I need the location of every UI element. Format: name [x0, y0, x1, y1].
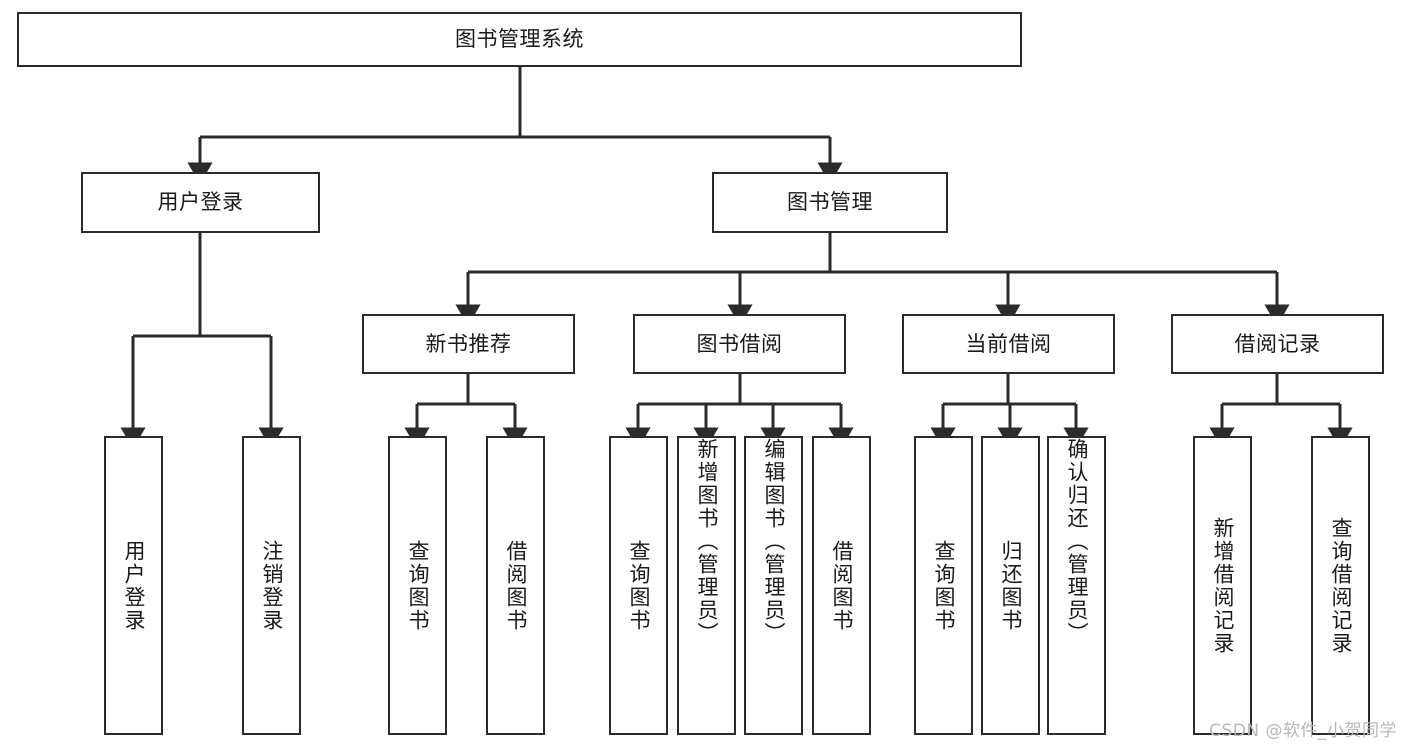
node-leaf-logout-login-label: 注销登录 [259, 539, 284, 632]
node-root[interactable]: 图书管理系统 [17, 12, 1022, 67]
node-leaf-add-book[interactable]: 新增图书（管理员） [677, 436, 736, 735]
node-leaf-borrow-book-2[interactable]: 借阅图书 [812, 436, 871, 735]
node-leaf-query-record[interactable]: 查询借阅记录 [1311, 436, 1370, 735]
node-leaf-user-login-label: 用户登录 [121, 539, 146, 632]
node-leaf-query-book-2-label: 查询图书 [626, 539, 651, 632]
node-leaf-query-book-1-label: 查询图书 [405, 539, 430, 632]
node-leaf-edit-book-label: 编辑图书（管理员） [761, 438, 786, 645]
node-root-label: 图书管理系统 [455, 27, 584, 52]
node-leaf-confirm-return[interactable]: 确认归还（管理员） [1047, 436, 1106, 735]
node-borrow-record[interactable]: 借阅记录 [1171, 314, 1384, 374]
node-current-borrow-label: 当前借阅 [965, 331, 1052, 356]
node-leaf-user-login[interactable]: 用户登录 [104, 436, 163, 735]
node-leaf-edit-book[interactable]: 编辑图书（管理员） [744, 436, 803, 735]
node-leaf-confirm-return-label: 确认归还（管理员） [1064, 438, 1089, 645]
node-leaf-query-book-2[interactable]: 查询图书 [609, 436, 668, 735]
node-borrow-record-label: 借阅记录 [1234, 331, 1321, 356]
node-leaf-return-book[interactable]: 归还图书 [981, 436, 1040, 735]
node-leaf-query-book-3[interactable]: 查询图书 [914, 436, 973, 735]
node-current-borrow[interactable]: 当前借阅 [902, 314, 1115, 374]
node-leaf-return-book-label: 归还图书 [998, 539, 1023, 632]
csdn-watermark: CSDN @软件_小贺同学 [1209, 721, 1397, 741]
node-user-login[interactable]: 用户登录 [81, 172, 320, 233]
node-leaf-query-record-label: 查询借阅记录 [1328, 516, 1353, 655]
node-leaf-borrow-book-2-label: 借阅图书 [829, 539, 854, 632]
node-leaf-add-record[interactable]: 新增借阅记录 [1193, 436, 1252, 735]
node-book-management-label: 图书管理 [787, 190, 873, 215]
node-new-book-recommend-label: 新书推荐 [425, 331, 512, 356]
node-leaf-query-book-3-label: 查询图书 [931, 539, 956, 632]
node-leaf-add-record-label: 新增借阅记录 [1210, 516, 1235, 655]
node-leaf-query-book-1[interactable]: 查询图书 [388, 436, 447, 735]
node-user-login-label: 用户登录 [157, 190, 244, 215]
node-leaf-add-book-label: 新增图书（管理员） [694, 438, 719, 645]
node-new-book-recommend[interactable]: 新书推荐 [362, 314, 575, 374]
node-leaf-logout-login[interactable]: 注销登录 [242, 436, 301, 735]
node-book-borrow-label: 图书借阅 [696, 331, 783, 356]
node-leaf-borrow-book-1-label: 借阅图书 [503, 539, 528, 632]
node-leaf-borrow-book-1[interactable]: 借阅图书 [486, 436, 545, 735]
node-book-borrow[interactable]: 图书借阅 [633, 314, 846, 374]
node-book-management[interactable]: 图书管理 [712, 172, 948, 233]
